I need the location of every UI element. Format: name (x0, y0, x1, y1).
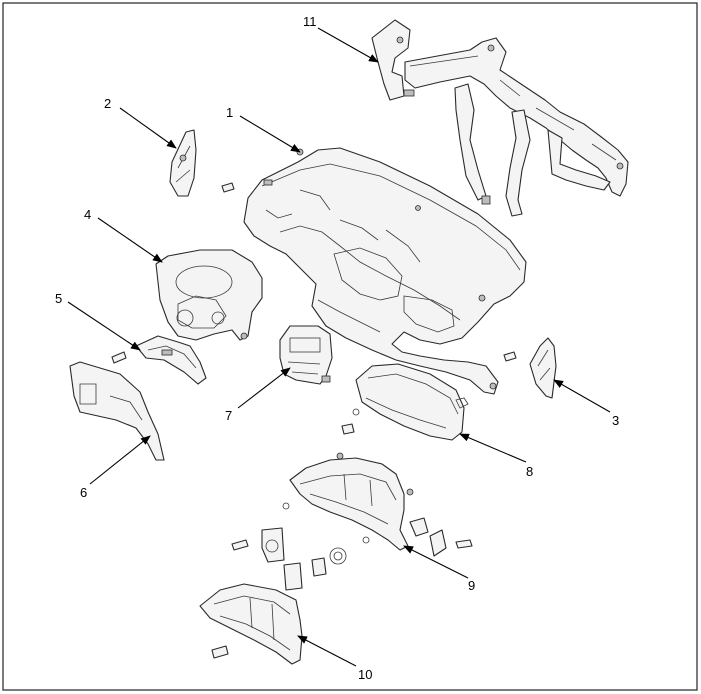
callout-10: 10 (358, 667, 372, 682)
leader-8 (459, 433, 527, 463)
part-3-side-cover-right (503, 337, 557, 399)
callout-4: 4 (84, 207, 91, 222)
leader-2 (119, 107, 177, 149)
part-9-glove-box-housing (231, 452, 473, 591)
leader-10 (297, 635, 357, 667)
callout-5: 5 (55, 291, 62, 306)
part-2-side-cover-left (169, 129, 235, 197)
leader-4 (97, 217, 163, 263)
leader-5 (67, 301, 141, 351)
leader-11 (317, 27, 379, 63)
callout-11: 11 (303, 14, 317, 29)
leader-1 (239, 115, 301, 153)
callout-7: 7 (225, 408, 232, 423)
part-4-cluster-fascia (155, 249, 263, 341)
part-7-center-fascia (279, 325, 333, 385)
leader-6 (89, 435, 151, 485)
callout-labels: 11 2 1 4 5 6 7 3 8 9 10 (55, 14, 619, 682)
callout-8: 8 (526, 464, 533, 479)
leader-3 (553, 379, 611, 413)
leader-9 (403, 545, 469, 579)
callout-1: 1 (226, 105, 233, 120)
part-5-lower-panel (111, 335, 207, 385)
callout-9: 9 (468, 578, 475, 593)
part-6-lower-crash-pad (69, 361, 165, 461)
part-1-crash-pad (243, 147, 527, 395)
callout-6: 6 (80, 485, 87, 500)
leader-7 (237, 367, 291, 409)
part-11-cowl-cross-bar (371, 19, 629, 217)
callout-2: 2 (104, 96, 111, 111)
part-10-glove-box (199, 583, 303, 665)
callout-3: 3 (612, 413, 619, 428)
part-8-upper-cover (341, 363, 469, 441)
leader-lines (67, 27, 611, 667)
